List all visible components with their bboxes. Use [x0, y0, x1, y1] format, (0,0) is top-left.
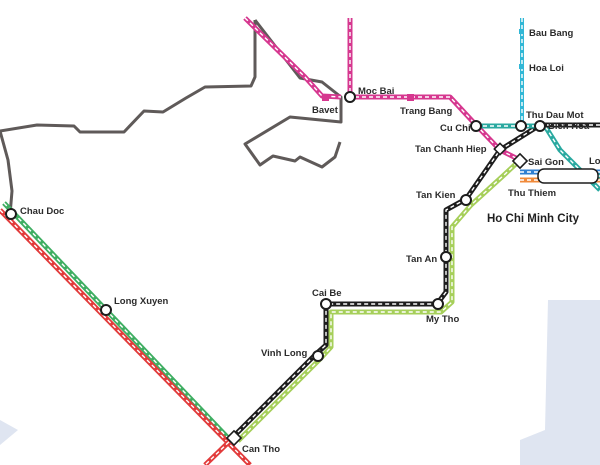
station-dot-tan-an[interactable]	[440, 251, 452, 263]
station-dot-cai-be[interactable]	[320, 298, 332, 310]
label-my-tho: My Tho	[426, 314, 459, 325]
station-dot-my-tho[interactable]	[432, 298, 444, 310]
station-dot-vinh-long[interactable]	[312, 350, 324, 362]
station-dot-cu-chi[interactable]	[470, 120, 482, 132]
line-bavet-magenta-dash	[244, 17, 342, 98]
label-moc-bai: Moc Bai	[358, 86, 394, 97]
label-cu-chi: Cu Chi	[440, 123, 471, 134]
station-sq-trang-bang[interactable]	[407, 94, 414, 101]
station-sq-hoa-loi[interactable]	[519, 64, 524, 69]
station-dot-long-xuyen[interactable]	[100, 304, 112, 316]
label-tan-kien: Tan Kien	[416, 190, 456, 201]
label-trang-bang: Trang Bang	[400, 106, 452, 117]
station-box-sai-gon[interactable]	[511, 152, 529, 170]
line-main-lime	[236, 158, 522, 443]
sea-areas	[0, 300, 600, 465]
station-sq-bau-bang[interactable]	[519, 29, 524, 34]
sea-area-southwest	[0, 420, 18, 445]
border-cambodia-west	[0, 20, 257, 134]
line-chaudoc-green-dash	[3, 202, 231, 441]
national-border	[0, 19, 343, 216]
label-vinh-long: Vinh Long	[261, 348, 307, 359]
station-bar-east	[537, 168, 599, 184]
border-west-edge	[0, 130, 14, 216]
label-ho-chi-minh-city: Ho Chi Minh City	[487, 213, 580, 225]
border-cambodia-east	[243, 19, 343, 169]
label-hoa-loi: Hoa Loi	[529, 63, 564, 74]
label-lo-partial: Lo	[589, 156, 600, 167]
station-box-tan-chanh-hiep[interactable]	[493, 142, 507, 156]
line-teal-cuchi-dash	[476, 125, 600, 191]
station-dot-thu-dau-mot[interactable]	[515, 120, 527, 132]
station-dot-chau-doc[interactable]	[5, 208, 17, 220]
station-sq-bavet[interactable]	[322, 94, 329, 101]
label-can-tho: Can Tho	[242, 444, 280, 455]
station-dot-moc-bai[interactable]	[344, 91, 356, 103]
label-sai-gon: Sai Gon	[528, 157, 564, 168]
label-bau-bang: Bau Bang	[529, 28, 574, 39]
line-cantho-red-south	[203, 435, 236, 465]
label-thu-thiem: Thu Thiem	[508, 188, 556, 199]
label-chau-doc: Chau Doc	[20, 206, 64, 217]
rail-lines	[0, 16, 600, 465]
label-long-xuyen: Long Xuyen	[114, 296, 169, 307]
label-tan-an: Tan An	[406, 254, 437, 265]
station-dot-tan-kien[interactable]	[460, 194, 472, 206]
label-bavet: Bavet	[312, 105, 339, 116]
station-dot-bien-hoa[interactable]	[534, 120, 546, 132]
station-box-can-tho[interactable]	[225, 429, 243, 447]
label-bien-hoa: Bien Hoa	[548, 121, 590, 132]
label-tan-chanh-hiep: Tan Chanh Hiep	[415, 144, 487, 155]
station-labels: Bau Bang Hoa Loi Moc Bai Bavet Trang Ban…	[20, 28, 600, 455]
label-thu-dau-mot: Thu Dau Mot	[526, 110, 584, 121]
sea-area-east	[520, 300, 600, 465]
label-cai-be: Cai Be	[312, 288, 342, 299]
line-main-black-dash	[232, 124, 541, 438]
line-chaudoc-red-dash	[0, 209, 251, 465]
station-markers	[5, 29, 599, 447]
